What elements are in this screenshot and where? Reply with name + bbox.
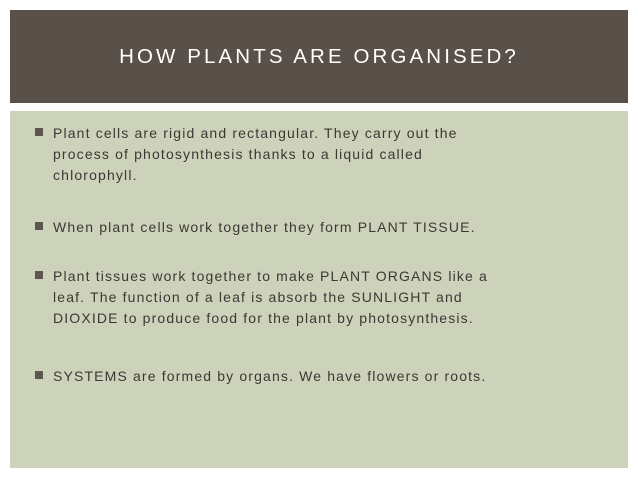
content-area: Plant cells are rigid and rectangular. T… (10, 111, 628, 468)
square-bullet-icon (35, 128, 43, 136)
slide-title: HOW PLANTS ARE ORGANISED? (119, 44, 519, 68)
bullet-text: Plant cells are rigid and rectangular. T… (53, 125, 458, 183)
bullet-item: When plant cells work together they form… (35, 217, 610, 238)
title-bar: HOW PLANTS ARE ORGANISED? (10, 10, 628, 103)
bullet-text: When plant cells work together they form… (53, 219, 476, 235)
square-bullet-icon (35, 271, 43, 279)
bullet-item: Plant tissues work together to make PLAN… (35, 266, 610, 329)
bullet-text: SYSTEMS are formed by organs. We have fl… (53, 368, 487, 384)
bullet-item: Plant cells are rigid and rectangular. T… (35, 123, 610, 186)
square-bullet-icon (35, 222, 43, 230)
bullet-text: Plant tissues work together to make PLAN… (53, 268, 488, 326)
square-bullet-icon (35, 371, 43, 379)
bullet-item: SYSTEMS are formed by organs. We have fl… (35, 366, 610, 387)
